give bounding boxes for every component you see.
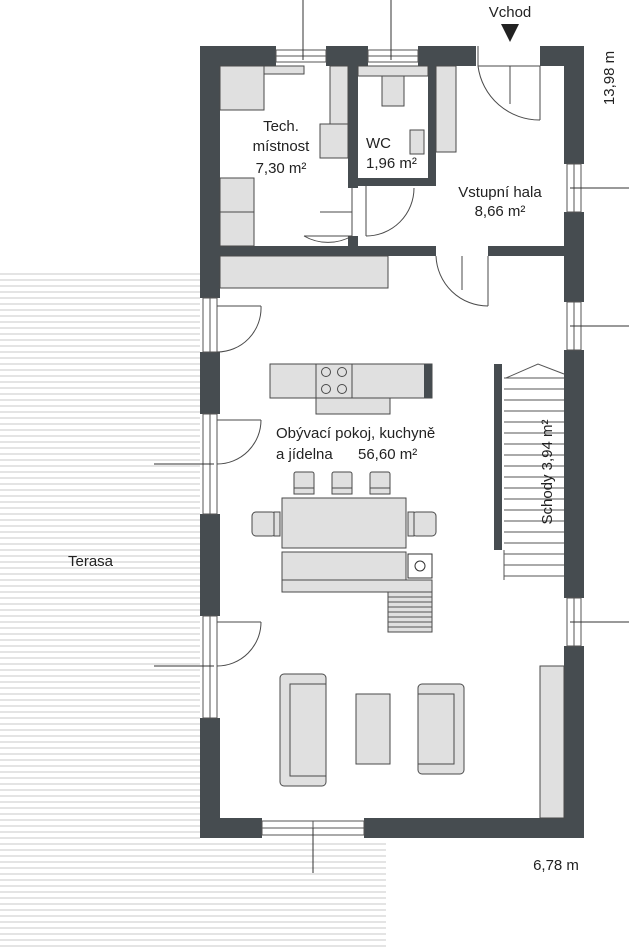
hall-label: Vstupní hala [458, 184, 542, 201]
section-lines [154, 0, 629, 873]
stair-steps [503, 377, 564, 580]
tech-door [303, 188, 353, 243]
fireplace-icon [407, 553, 433, 579]
wc-door [365, 186, 415, 237]
wc-area: 1,96 m² [366, 155, 417, 172]
living-room-furniture [279, 665, 565, 819]
terrace-lines [0, 273, 386, 947]
wc-label: WC [366, 135, 391, 152]
outer-walls [200, 46, 584, 838]
living-label-line1: Obývací pokoj, kuchyně [276, 425, 435, 442]
dining-set [251, 471, 437, 549]
sideboard [281, 551, 433, 633]
living-label-line2: a jídelna [276, 446, 333, 463]
windows [202, 49, 582, 836]
tech-room-label-line1: Tech. [263, 118, 299, 135]
window-left-3 [202, 615, 218, 719]
kitchen [219, 255, 433, 415]
tech-room-furniture [219, 65, 349, 247]
tech-room-area: 7,30 m² [256, 160, 307, 177]
window-left-1 [202, 297, 218, 353]
entrance-label: Vchod [489, 4, 532, 21]
terrace-door-1 [216, 305, 262, 353]
terrace-door-3 [216, 621, 262, 667]
entrance-door [476, 46, 541, 121]
terrace-door-2 [216, 419, 262, 465]
terrace-label: Terasa [68, 553, 114, 570]
window-top-wc [367, 49, 419, 63]
doors [216, 46, 541, 667]
cooktop-icon [321, 367, 347, 394]
hall-wardrobe [435, 65, 457, 153]
labels: Vchod Tech. místnost 7,30 m² WC 1,96 m² … [68, 4, 618, 874]
hall-door [435, 255, 489, 307]
stairs-label: Schody 3,94 m² [539, 419, 556, 524]
staircase [494, 363, 565, 580]
living-area: 56,60 m² [358, 446, 417, 463]
dimension-depth: 13,98 m [601, 51, 618, 105]
inner-walls [220, 66, 564, 256]
wc-fixtures [357, 65, 429, 155]
entrance-arrow-icon [501, 24, 519, 42]
tech-room-label-line2: místnost [253, 138, 311, 155]
hall-area: 8,66 m² [475, 203, 526, 220]
dimension-width: 6,78 m [533, 857, 579, 874]
window-top-tech [275, 49, 327, 63]
